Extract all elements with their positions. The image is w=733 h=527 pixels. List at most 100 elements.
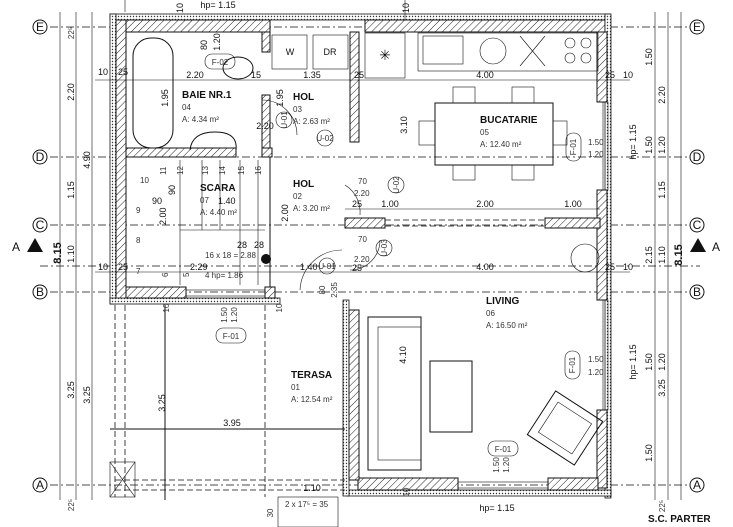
svg-text:11: 11 [159, 166, 168, 175]
svg-text:A: A [693, 478, 701, 492]
svg-text:1.10: 1.10 [657, 246, 667, 264]
dimensions-right: 1.50 2.20 1.50 1.20 1.15 2.15 1.10 8.15 … [644, 48, 685, 512]
svg-text:15: 15 [237, 166, 246, 175]
svg-text:F-01: F-01 [495, 445, 512, 454]
svg-text:BAIE NR.1: BAIE NR.1 [182, 90, 232, 101]
svg-text:2.15: 2.15 [644, 246, 654, 264]
svg-text:B: B [693, 285, 701, 299]
svg-text:6: 6 [161, 272, 170, 277]
svg-text:1.20: 1.20 [212, 33, 222, 51]
furniture [132, 32, 604, 471]
svg-text:22⁵: 22⁵ [67, 27, 76, 39]
svg-text:25: 25 [605, 262, 615, 272]
room-hol-02: HOL 02 A: 3.20 m² [293, 179, 330, 213]
svg-text:F-01: F-01 [569, 138, 578, 155]
svg-text:1.50: 1.50 [644, 136, 654, 154]
stairs [179, 160, 271, 285]
svg-text:1.00: 1.00 [564, 199, 582, 209]
svg-text:1.40: 1.40 [218, 196, 236, 206]
svg-text:1.20: 1.20 [588, 150, 604, 159]
dryer [312, 34, 349, 70]
svg-text:D: D [693, 150, 702, 164]
sink [189, 131, 237, 151]
svg-text:2.29: 2.29 [190, 262, 208, 272]
opening-tags: F-02 F-01 F-01 F-01 F-01 U-01 U-02 U-02 … [204, 53, 582, 457]
svg-text:3.10: 3.10 [399, 116, 409, 134]
svg-text:C: C [693, 218, 702, 232]
svg-text:3.25: 3.25 [82, 386, 92, 404]
kitchen-counter [417, 32, 599, 72]
dimensions-middle: 70 2.20 25 1.00 2.00 1.00 70 2.20 25 4.0… [98, 177, 633, 298]
dimensions-bottom: 4.10 3.95 3.25 1.10 2 x 17⁵ = 35 30 10 1… [157, 138, 604, 517]
svg-text:10: 10 [162, 303, 171, 312]
svg-text:U-01: U-01 [280, 111, 289, 129]
coffee-table [429, 360, 473, 433]
svg-text:3.25: 3.25 [66, 381, 76, 399]
svg-text:10: 10 [402, 487, 411, 496]
washer-label: W [286, 47, 295, 57]
svg-text:12: 12 [176, 166, 185, 175]
svg-text:1.50: 1.50 [492, 457, 501, 473]
svg-text:4.00: 4.00 [476, 70, 494, 80]
svg-text:1.20: 1.20 [657, 136, 667, 154]
svg-text:10: 10 [623, 262, 633, 272]
dryer-label: DR [324, 47, 337, 57]
svg-text:80: 80 [199, 40, 209, 50]
svg-text:28: 28 [254, 240, 264, 250]
svg-text:D: D [36, 150, 45, 164]
svg-text:A: A [712, 240, 720, 254]
room-bucatarie: BUCATARIE 05 A: 12.40 m² [480, 115, 538, 149]
svg-text:2.20: 2.20 [256, 121, 274, 131]
svg-text:1.15: 1.15 [66, 181, 76, 199]
svg-text:1.10: 1.10 [66, 245, 76, 263]
svg-text:4.00: 4.00 [476, 262, 494, 272]
section-marker-left: A [12, 238, 43, 254]
svg-text:06: 06 [486, 309, 495, 318]
svg-text:80: 80 [318, 285, 327, 294]
svg-text:01: 01 [291, 383, 300, 392]
svg-text:2.20: 2.20 [66, 83, 76, 101]
svg-text:TERASA: TERASA [291, 370, 332, 381]
svg-text:02: 02 [293, 192, 302, 201]
svg-text:10: 10 [175, 3, 185, 13]
svg-text:4 hp= 1.86: 4 hp= 1.86 [205, 271, 244, 280]
svg-text:1.15: 1.15 [657, 181, 667, 199]
svg-text:F-02: F-02 [212, 58, 229, 67]
svg-text:04: 04 [182, 103, 191, 112]
terrace-outline [109, 305, 345, 527]
svg-text:7: 7 [136, 267, 141, 276]
svg-text:1.20: 1.20 [657, 353, 667, 371]
svg-text:F-01: F-01 [223, 332, 240, 341]
svg-text:A: 16.50 m²: A: 16.50 m² [486, 321, 528, 330]
svg-text:A: 3.20 m²: A: 3.20 m² [293, 204, 330, 213]
svg-text:HOL: HOL [293, 179, 314, 190]
svg-text:28: 28 [237, 240, 247, 250]
svg-text:2.00: 2.00 [476, 199, 494, 209]
svg-text:1.95: 1.95 [275, 89, 285, 107]
svg-text:hp= 1.15: hp= 1.15 [200, 0, 235, 10]
light-fixture-icon: ✳ [379, 47, 391, 63]
svg-text:2 x 17⁵ = 35: 2 x 17⁵ = 35 [285, 500, 329, 509]
room-scara: SCARA 07 A: 4.40 m² [200, 183, 237, 217]
svg-text:90: 90 [152, 196, 162, 206]
toilet [222, 56, 254, 80]
svg-text:90: 90 [167, 185, 177, 195]
svg-text:22⁵: 22⁵ [67, 499, 76, 511]
svg-text:3.95: 3.95 [223, 418, 241, 428]
dimensions-left: 22⁵ 2.20 4.90 1.15 1.10 8.15 3.25 3.25 2… [52, 27, 92, 511]
section-marker-right: A [690, 238, 720, 254]
svg-text:1.10: 1.10 [303, 483, 321, 493]
room-terasa: TERASA 01 A: 12.54 m² [291, 370, 333, 404]
svg-text:9: 9 [136, 206, 141, 215]
svg-text:4.90: 4.90 [82, 151, 92, 169]
svg-text:4.10: 4.10 [398, 346, 408, 364]
dimensions-stair: 10 11 12 13 14 15 16 9 8 7 6 5 90 1.40 9… [136, 166, 318, 280]
svg-text:25: 25 [352, 199, 362, 209]
svg-text:U-01: U-01 [318, 262, 336, 271]
svg-text:hp= 1.15: hp= 1.15 [628, 124, 638, 159]
svg-text:A: 4.34 m²: A: 4.34 m² [182, 115, 219, 124]
column [261, 254, 271, 264]
svg-text:2.20: 2.20 [354, 189, 370, 198]
svg-text:F-01: F-01 [568, 356, 577, 373]
svg-text:A: 2.63 m²: A: 2.63 m² [293, 117, 330, 126]
